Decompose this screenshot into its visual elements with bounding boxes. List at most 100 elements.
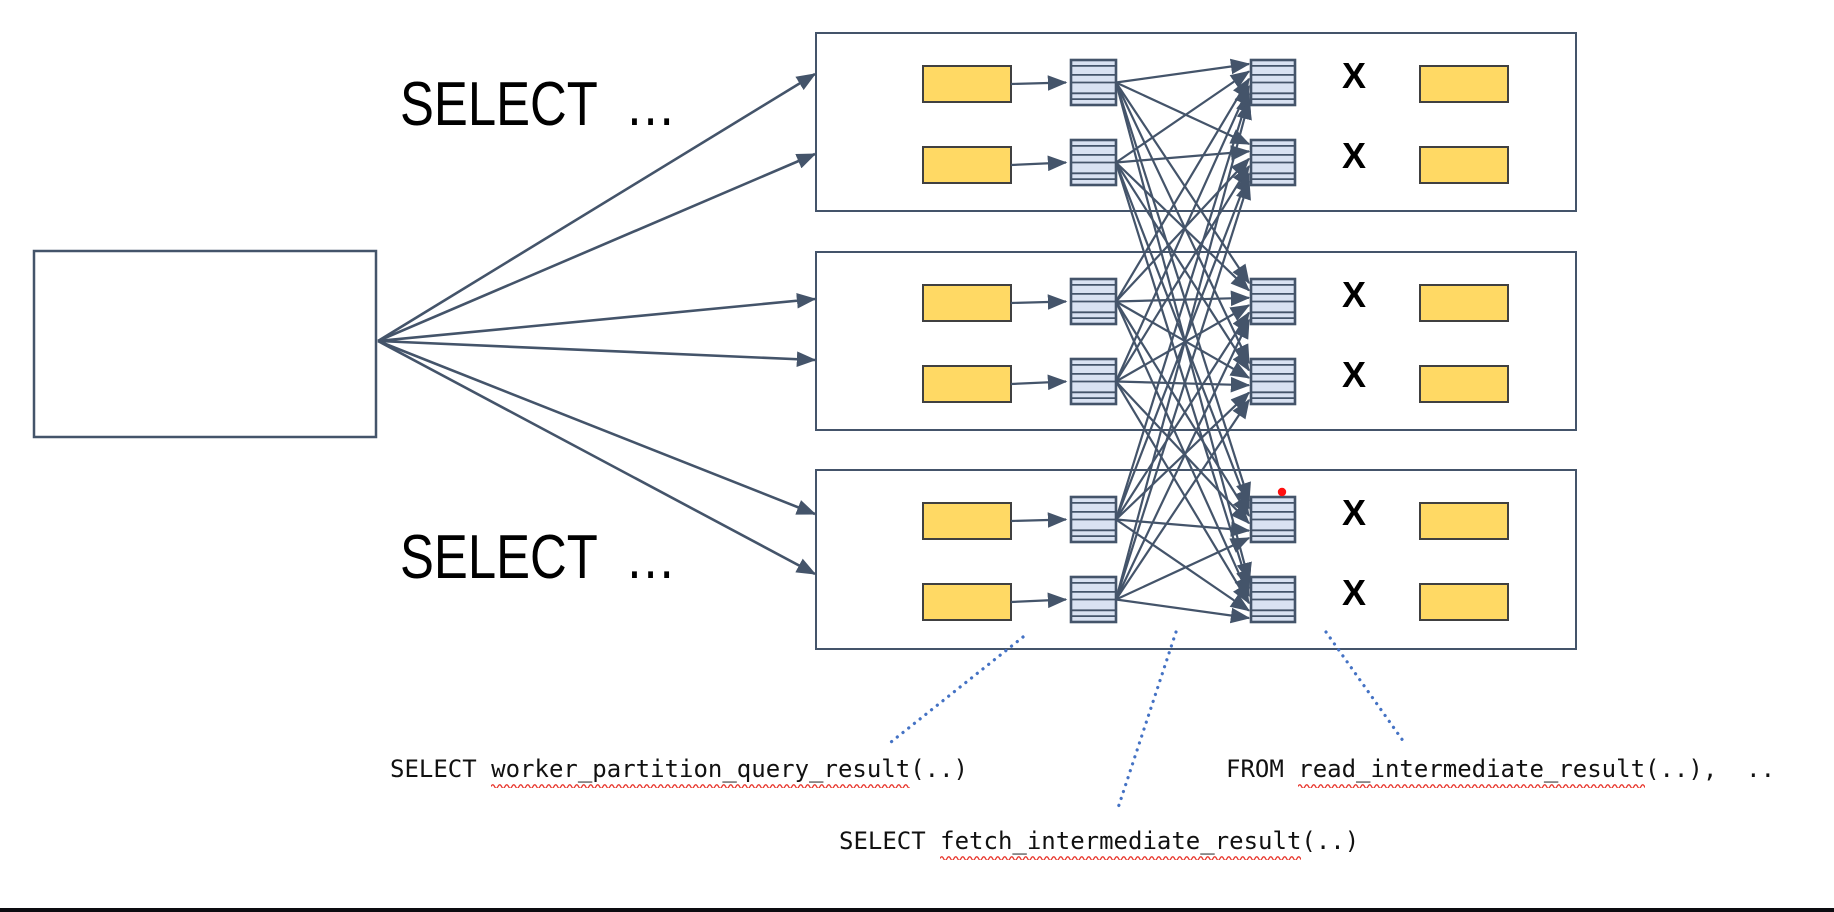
callout-line-read (1324, 630, 1408, 747)
shuffle-arrow-4-1 (1114, 84, 1251, 382)
annotation-prefix: SELECT (390, 755, 492, 783)
worker-node-1-box (815, 32, 1577, 212)
worker-node-2-box (815, 251, 1577, 431)
worker-node-1-partitioned-result-1 (1069, 58, 1118, 107)
worker-node-3-fetched-result-2 (1249, 575, 1297, 624)
worker-node-1-join-x-label-1: X (1342, 55, 1366, 96)
worker-node-1-partition-arrow-1 (1010, 75, 1068, 91)
shuffle-arrow-3-3 (1115, 290, 1251, 307)
shuffle-arrow-3-1 (1115, 77, 1250, 303)
shuffle-arrow-6-1 (1114, 99, 1252, 600)
worker-node-1-join-shard-1 (1419, 65, 1509, 103)
coordinator-task-arrow-5 (377, 339, 817, 516)
worker-node-2-source-shard-1 (922, 284, 1012, 322)
shuffle-arrow-2-4 (1115, 161, 1250, 372)
shuffle-arrow-6-3 (1115, 318, 1250, 600)
worker-node-1-fetched-result-2 (1249, 138, 1297, 187)
shuffle-arrow-1-5 (1114, 82, 1251, 503)
shuffle-arrow-6-5 (1115, 537, 1251, 601)
worker-node-1-partitioned-result-2 (1069, 138, 1118, 187)
worker-node-1-source-shard-2 (922, 146, 1012, 184)
annotation-identifier: fetch_intermediate_result (940, 827, 1301, 860)
shuffle-arrow-2-2 (1115, 145, 1251, 164)
worker-node-1-partition-arrow-2 (1010, 155, 1068, 172)
shuffle-arrow-4-3 (1115, 304, 1251, 383)
spellcheck-squiggle (1298, 783, 1646, 788)
worker-node-2-partitioned-result-2 (1069, 357, 1118, 406)
callout-line-fetch (1116, 630, 1178, 810)
shuffle-arrow-2-5 (1114, 162, 1251, 510)
coordinator-query-bottom-label: SELECT … (400, 523, 676, 592)
shuffle-arrow-6-2 (1114, 179, 1251, 600)
shuffle-arrow-1-6 (1114, 82, 1252, 583)
worker-node-1-source-shard-1 (922, 65, 1012, 103)
worker-node-2-join-shard-1 (1419, 284, 1509, 322)
annotation-suffix: (..) (1301, 827, 1360, 855)
worker-node-2-partitioned-result-1 (1069, 277, 1118, 326)
shuffle-arrow-6-4 (1115, 398, 1250, 601)
worker-node-2-source-shard-2 (922, 365, 1012, 403)
worker-node-2-fetched-result-2 (1249, 357, 1297, 406)
coordinator-node (32, 249, 378, 439)
worker-node-3-source-shard-1 (922, 502, 1012, 540)
shuffle-arrow-1-1 (1115, 58, 1251, 84)
callout-line-partition (884, 635, 1025, 748)
worker-node-3-join-x-label-1: X (1342, 492, 1366, 533)
shuffle-arrow-5-5 (1115, 518, 1251, 537)
annotation-suffix: (..) (910, 755, 968, 783)
shuffle-arrow-2-3 (1115, 161, 1250, 292)
annotation-fetch-intermediate-result: SELECT fetch_intermediate_result(..) (839, 827, 1360, 860)
shuffle-arrow-4-4 (1115, 376, 1251, 393)
worker-node-2-join-shard-2 (1419, 365, 1509, 403)
worker-node-3-partitioned-result-1 (1069, 495, 1118, 544)
worker-node-3-join-x-label-2: X (1342, 572, 1366, 613)
annotation-suffix: (..), .. (1645, 755, 1776, 783)
shuffle-arrow-4-6 (1115, 380, 1250, 605)
annotation-identifier: read_intermediate_result (1298, 755, 1646, 788)
worker-node-3-source-shard-2 (922, 583, 1012, 621)
shuffle-arrow-4-2 (1115, 165, 1250, 383)
spellcheck-squiggle (940, 855, 1302, 860)
coordinator-query-top-label: SELECT … (400, 70, 676, 139)
red-marker-dot (1277, 487, 1287, 497)
worker-node-2-partition-arrow-2 (1010, 374, 1068, 391)
shuffle-arrow-3-6 (1114, 301, 1251, 598)
shuffle-arrow-1-4 (1115, 82, 1250, 365)
coordinator-task-arrow-4 (377, 339, 817, 368)
coordinator-task-arrow-6 (377, 339, 817, 576)
coordinator-task-arrow-2 (377, 152, 817, 343)
worker-node-2-join-x-label-1: X (1342, 274, 1366, 315)
worker-node-3-partition-arrow-2 (1010, 592, 1068, 609)
annotation-identifier: worker_partition_query_result (491, 755, 910, 788)
worker-node-2-fetched-result-1 (1249, 277, 1297, 326)
shuffle-arrow-4-5 (1115, 380, 1250, 525)
worker-node-1-join-shard-2 (1419, 146, 1509, 184)
shuffle-arrow-5-4 (1115, 391, 1250, 521)
shuffle-arrow-2-6 (1114, 162, 1252, 590)
coordinator-task-arrow-3 (377, 292, 817, 343)
annotation-prefix: SELECT (839, 827, 941, 855)
worker-node-3-join-shard-1 (1419, 502, 1509, 540)
shuffle-arrow-5-6 (1115, 518, 1251, 612)
shuffle-arrow-2-1 (1115, 70, 1251, 164)
coordinator-task-arrow-1 (377, 72, 817, 343)
worker-node-3-fetched-result-1 (1249, 495, 1297, 544)
worker-node-2-partition-arrow-1 (1010, 294, 1068, 310)
spellcheck-squiggle (491, 783, 911, 788)
annotation-read-intermediate-result: FROM read_intermediate_result(..), .. (1226, 755, 1776, 788)
annotation-worker-partition-query-result: SELECT worker_partition_query_result(..) (390, 755, 968, 788)
shuffle-arrow-5-3 (1115, 311, 1250, 521)
worker-node-3-partitioned-result-2 (1069, 575, 1118, 624)
slide-footer-bar (0, 908, 1834, 912)
shuffle-arrow-3-5 (1115, 300, 1250, 517)
worker-node-3-partition-arrow-1 (1010, 512, 1068, 528)
shuffle-arrow-5-1 (1114, 92, 1252, 520)
worker-node-1-join-x-label-2: X (1342, 135, 1366, 176)
worker-node-2-join-x-label-2: X (1342, 354, 1366, 395)
worker-node-1-fetched-result-1 (1249, 58, 1297, 107)
worker-node-3-box (815, 469, 1577, 650)
shuffle-arrow-6-6 (1115, 598, 1251, 624)
annotation-prefix: FROM (1226, 755, 1299, 783)
